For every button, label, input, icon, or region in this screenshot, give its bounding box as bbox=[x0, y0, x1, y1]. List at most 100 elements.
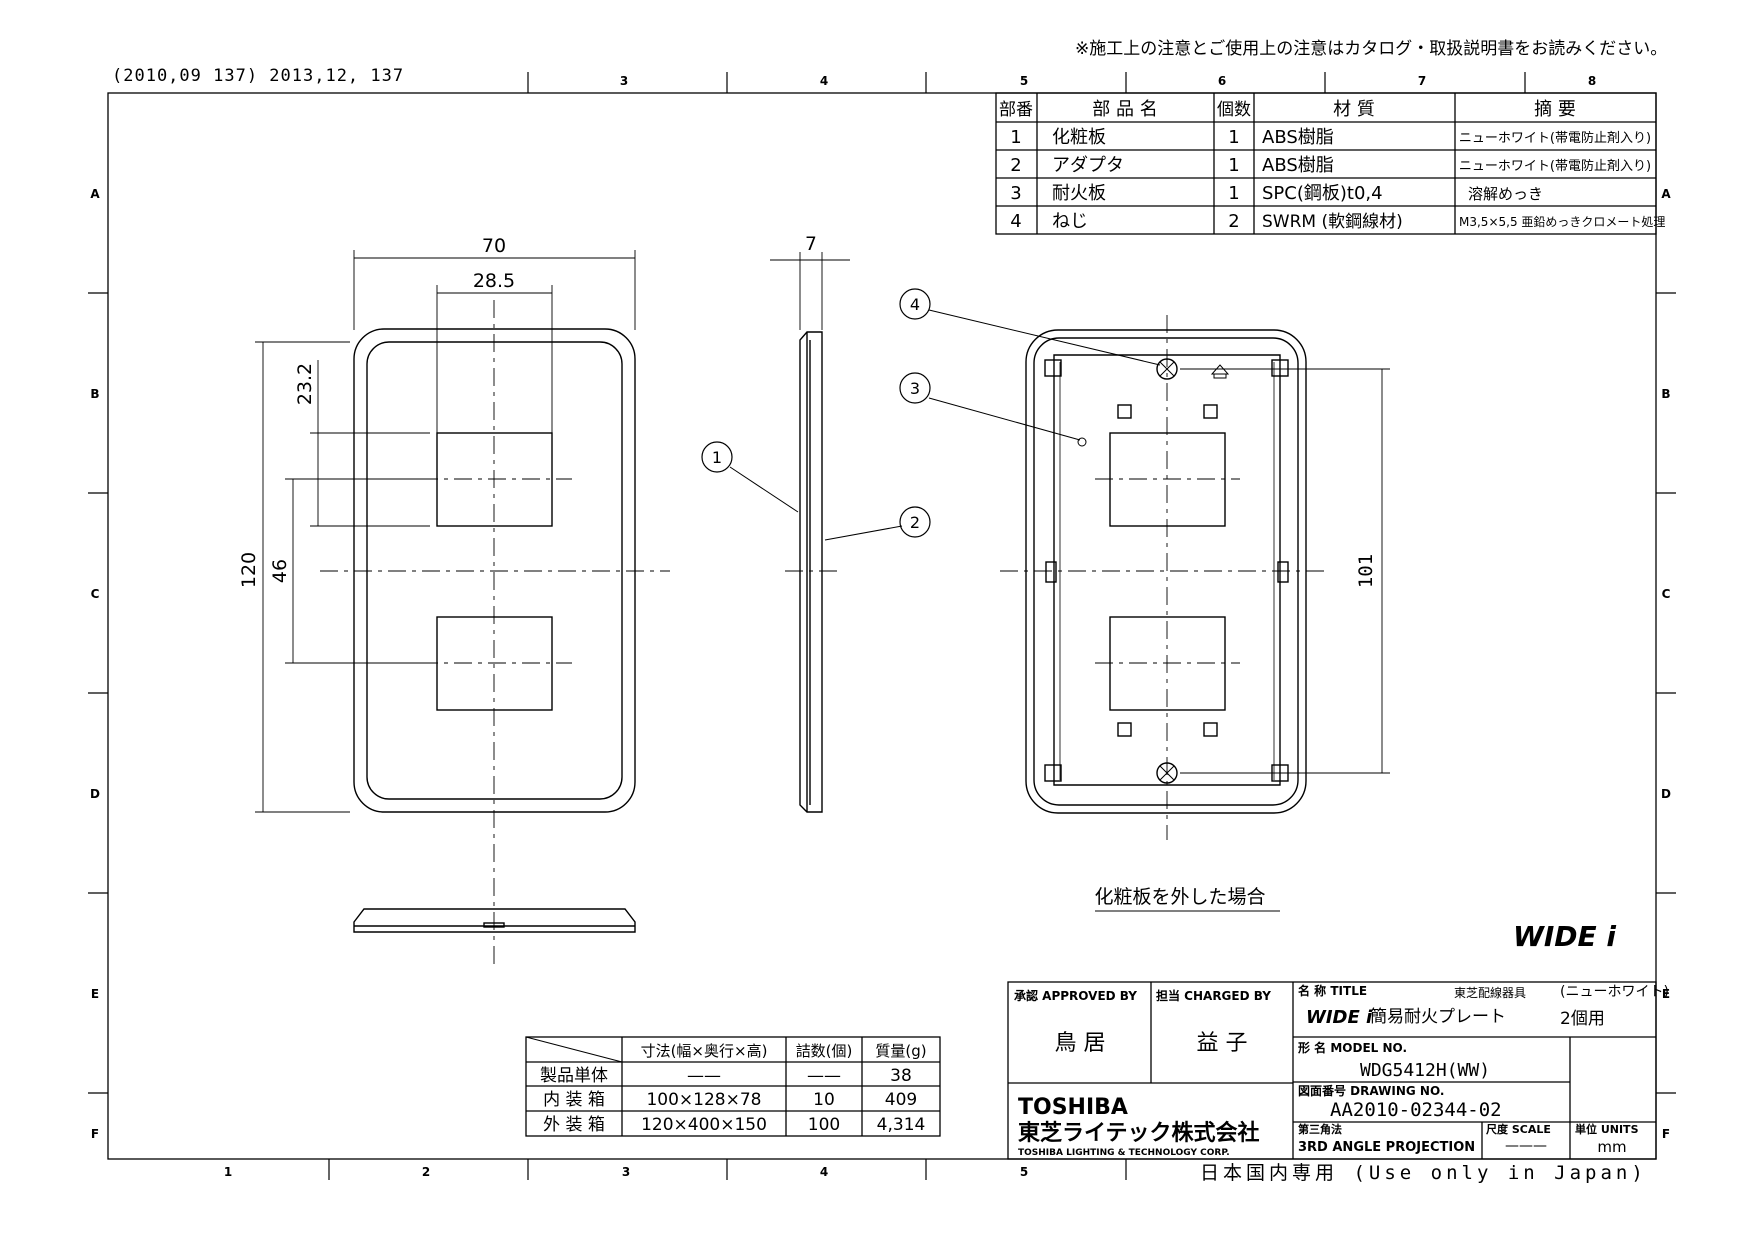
svg-text:A: A bbox=[90, 187, 100, 201]
parts-header-notes: 摘 要 bbox=[1534, 99, 1576, 120]
svg-text:A: A bbox=[1661, 187, 1671, 201]
svg-text:120×400×150: 120×400×150 bbox=[641, 1115, 767, 1135]
product-qty: 2個用 bbox=[1560, 1009, 1605, 1029]
domestic-use-note: 日本国内専用 (Use only in Japan) bbox=[1200, 1162, 1647, 1184]
dim-width: 70 bbox=[482, 235, 506, 257]
svg-text:2: 2 bbox=[422, 1165, 430, 1179]
svg-text:図面番号 DRAWING NO.: 図面番号 DRAWING NO. bbox=[1298, 1083, 1444, 1098]
parts-header-material: 材 質 bbox=[1333, 99, 1375, 120]
parts-table-text: 部番 部 品 名 個数 材 質 摘 要 1 化粧板 1 ABS樹脂 ニューホワイ… bbox=[999, 99, 1665, 232]
approved-name: 鳥 居 bbox=[1055, 1031, 1106, 1056]
callout-leaders bbox=[729, 309, 1161, 541]
svg-text:4: 4 bbox=[820, 74, 828, 88]
side-dimension-lines bbox=[770, 252, 850, 330]
svg-text:承認 APPROVED BY: 承認 APPROVED BY bbox=[1014, 988, 1137, 1003]
title-block-text: 承認 APPROVED BY 鳥 居 担当 CHARGED BY 益 子 名 称… bbox=[1014, 983, 1669, 1158]
svg-text:——: —— bbox=[687, 1066, 721, 1086]
svg-text:耐火板: 耐火板 bbox=[1052, 183, 1106, 204]
scale-value: ——— bbox=[1505, 1138, 1547, 1154]
svg-text:409: 409 bbox=[885, 1090, 917, 1110]
projection-type: 3RD ANGLE PROJECTION bbox=[1298, 1140, 1475, 1155]
bottom-view bbox=[353, 908, 636, 933]
svg-text:B: B bbox=[1661, 387, 1670, 401]
dim-height: 120 bbox=[238, 552, 260, 588]
parts-table bbox=[995, 92, 1657, 235]
svg-text:寸法(幅×奥行×高): 寸法(幅×奥行×高) bbox=[641, 1042, 768, 1060]
callout-2: 2 bbox=[910, 513, 920, 532]
svg-text:1: 1 bbox=[1228, 127, 1239, 148]
svg-text:ニューホワイト(帯電防止剤入り): ニューホワイト(帯電防止剤入り) bbox=[1459, 130, 1651, 146]
svg-text:7: 7 bbox=[1418, 74, 1426, 88]
dim-top-offset: 23.2 bbox=[294, 363, 316, 405]
svg-text:製品単体: 製品単体 bbox=[540, 1066, 608, 1086]
dim-thickness: 7 bbox=[805, 233, 816, 255]
svg-text:1: 1 bbox=[224, 1165, 232, 1179]
svg-text:東芝配線器具: 東芝配線器具 bbox=[1454, 985, 1526, 1000]
svg-text:D: D bbox=[1661, 787, 1671, 801]
drawing-frame bbox=[107, 92, 1657, 1160]
svg-text:6: 6 bbox=[1218, 74, 1226, 88]
dim-hole-width: 28.5 bbox=[473, 270, 515, 292]
drawing-number: AA2010-02344-02 bbox=[1330, 1099, 1502, 1121]
dim-screw-pitch: 101 bbox=[1355, 554, 1377, 588]
svg-text:5: 5 bbox=[1020, 74, 1028, 88]
svg-text:詰数(個): 詰数(個) bbox=[796, 1042, 853, 1060]
svg-text:F: F bbox=[91, 1127, 99, 1141]
svg-text:1: 1 bbox=[1228, 155, 1239, 176]
cover-removed-caption: 化粧板を外した場合 bbox=[1094, 886, 1265, 908]
svg-text:質量(g): 質量(g) bbox=[875, 1042, 926, 1060]
rear-view bbox=[1025, 329, 1307, 814]
front-view bbox=[353, 328, 636, 813]
svg-text:外 装 箱: 外 装 箱 bbox=[543, 1115, 605, 1135]
svg-text:化粧板: 化粧板 bbox=[1052, 127, 1106, 148]
svg-text:SPC(鋼板)t0,4: SPC(鋼板)t0,4 bbox=[1262, 183, 1383, 204]
front-dimension-text: 70 28.5 120 23.2 46 bbox=[238, 235, 515, 588]
company-name-jp: 東芝ライテック株式会社 bbox=[1018, 1120, 1260, 1146]
parts-header-name: 部 品 名 bbox=[1092, 99, 1157, 120]
svg-text:SWRM (軟鋼線材): SWRM (軟鋼線材) bbox=[1262, 212, 1403, 232]
title-wide-i-logo: WIDE i bbox=[1306, 1007, 1373, 1028]
svg-text:形 名 MODEL NO.: 形 名 MODEL NO. bbox=[1298, 1040, 1407, 1055]
svg-text:100: 100 bbox=[808, 1115, 840, 1135]
toshiba-logo: TOSHIBA bbox=[1018, 1095, 1128, 1120]
callout-circles bbox=[701, 288, 931, 538]
svg-text:3: 3 bbox=[620, 74, 628, 88]
callout-4: 4 bbox=[910, 295, 920, 314]
svg-text:8: 8 bbox=[1588, 74, 1596, 88]
svg-text:C: C bbox=[1662, 587, 1671, 601]
svg-text:ねじ: ねじ bbox=[1052, 211, 1088, 232]
svg-text:5: 5 bbox=[1020, 1165, 1028, 1179]
grid-ticks bbox=[88, 72, 1676, 1180]
svg-text:10: 10 bbox=[813, 1090, 835, 1110]
package-table bbox=[525, 1036, 941, 1137]
dim-hole-pitch: 46 bbox=[269, 559, 291, 583]
svg-text:E: E bbox=[91, 987, 99, 1001]
svg-text:内 装 箱: 内 装 箱 bbox=[543, 1090, 605, 1110]
svg-text:3: 3 bbox=[1010, 183, 1021, 204]
svg-text:D: D bbox=[90, 787, 100, 801]
title-block bbox=[1007, 981, 1657, 1160]
svg-text:M3,5×5,5 亜鉛めっきクロメート処理: M3,5×5,5 亜鉛めっきクロメート処理 bbox=[1459, 215, 1665, 229]
front-dimension-lines bbox=[255, 250, 636, 813]
svg-text:B: B bbox=[90, 387, 99, 401]
rear-dimension-lines bbox=[1180, 368, 1390, 774]
units-value: mm bbox=[1597, 1138, 1626, 1156]
svg-text:100×128×78: 100×128×78 bbox=[646, 1090, 761, 1110]
rear-centerlines bbox=[1000, 315, 1330, 840]
charged-name: 益 子 bbox=[1197, 1031, 1248, 1056]
callout-3: 3 bbox=[910, 379, 920, 398]
svg-text:尺度 SCALE: 尺度 SCALE bbox=[1486, 1122, 1551, 1136]
svg-text:1: 1 bbox=[1228, 183, 1239, 204]
svg-text:——: —— bbox=[807, 1066, 841, 1086]
svg-text:4: 4 bbox=[1010, 211, 1021, 232]
model-number: WDG5412H(WW) bbox=[1360, 1060, 1490, 1081]
wide-i-logo: WIDE i bbox=[1513, 920, 1616, 953]
grid-labels: 3 4 5 6 7 8 1 2 3 4 5 A B C D E F A B C … bbox=[90, 74, 1671, 1179]
side-view bbox=[799, 331, 823, 813]
svg-text:アダプタ: アダプタ bbox=[1052, 155, 1124, 176]
svg-text:第三角法: 第三角法 bbox=[1298, 1122, 1342, 1136]
svg-text:担当 CHARGED BY: 担当 CHARGED BY bbox=[1156, 988, 1271, 1003]
svg-text:38: 38 bbox=[890, 1066, 912, 1086]
package-table-text: 寸法(幅×奥行×高) 詰数(個) 質量(g) 製品単体 —— —— 38 内 装… bbox=[540, 1042, 927, 1135]
